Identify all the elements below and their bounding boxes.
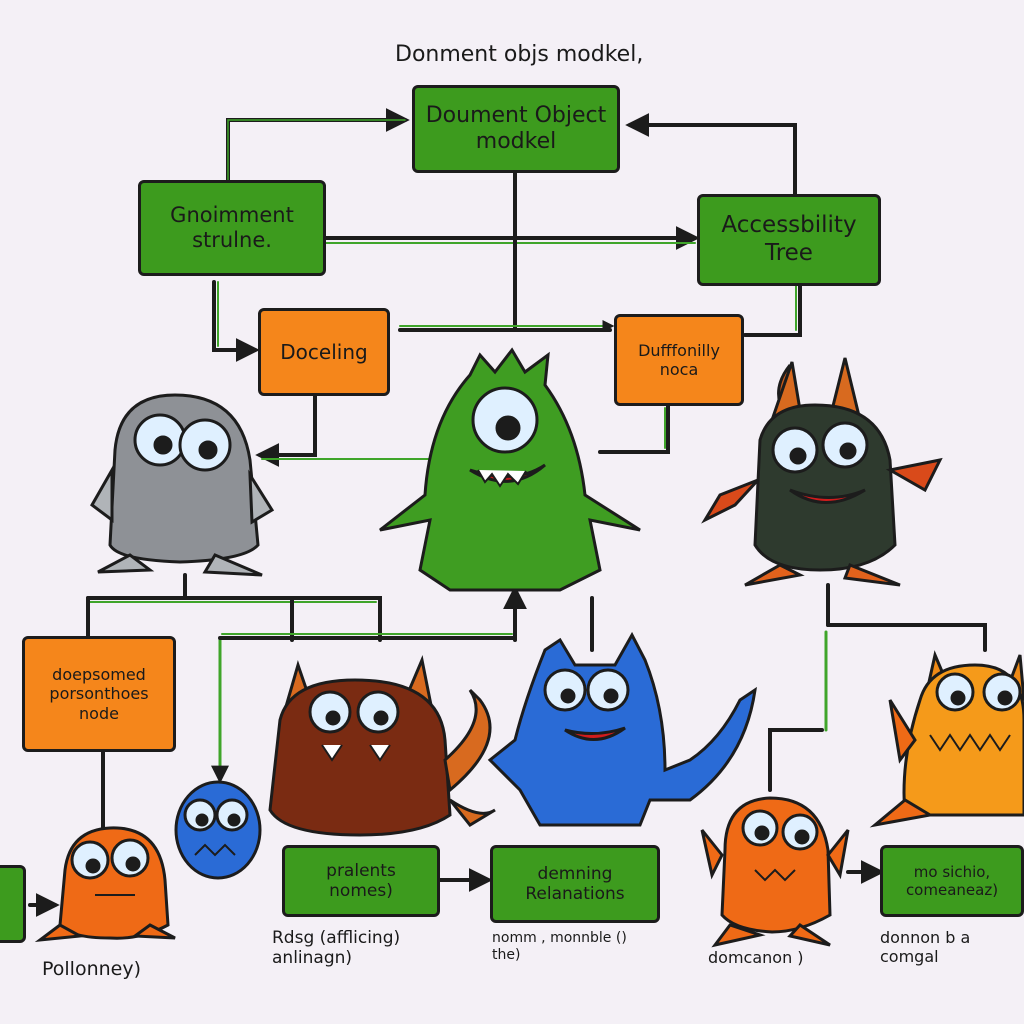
connector-lines	[28, 108, 987, 917]
orange-horned-monster-icon	[869, 650, 1024, 828]
dom-node: Doument Object modkel	[412, 85, 620, 173]
portion-node-label: doepsomed porsonthoes node	[49, 665, 149, 723]
grey-monster-icon	[90, 393, 275, 577]
rdsg-label: Rdsg (afflicing) anlinagn)	[272, 928, 401, 969]
portion-node: doepsomed porsonthoes node	[22, 636, 176, 752]
nomm-label: nomm , monnble () the)	[492, 930, 627, 963]
brown-horned-monster-icon	[268, 654, 496, 837]
blue-small-monster-icon	[174, 780, 262, 880]
duffonilly-node: Dufffonilly noca	[614, 314, 744, 406]
donnon-label: donnon b a comgal	[880, 928, 971, 967]
green-cyclops-monster-icon	[379, 347, 641, 592]
accessibility-tree-node-label: Accessbility Tree	[721, 212, 857, 266]
prolents-node-label: pralents nomes)	[326, 860, 396, 901]
environment-node: Gnoimment strulne.	[138, 180, 326, 276]
pollonney-label: Pollonney)	[42, 958, 142, 980]
prolents-node: pralents nomes)	[282, 845, 440, 917]
docling-node-label: Doceling	[280, 340, 368, 364]
docling-node: Doceling	[258, 308, 390, 396]
dom-node-label: Doument Object modkel	[425, 102, 607, 154]
orange-small-monster-icon	[700, 796, 850, 948]
environment-node-label: Gnoimment strulne.	[170, 202, 294, 252]
blue-dragon-monster-icon	[487, 631, 757, 827]
dark-horned-monster-icon	[701, 357, 943, 587]
demning-relations-node-label: demning Relanations	[525, 863, 625, 904]
demning-relations-node: demning Relanations	[490, 845, 660, 923]
accessibility-tree-node: Accessbility Tree	[697, 194, 881, 286]
domcanon-label: domcanon )	[708, 948, 804, 967]
mosichio-node: mo sichio, comeaneaz)	[880, 845, 1024, 917]
diagram-caption: Donment objs modkel,	[395, 42, 644, 67]
duffonilly-node-label: Dufffonilly noca	[638, 340, 720, 379]
offscreen-node	[0, 865, 26, 943]
orange-blob-monster-icon	[34, 826, 176, 943]
mosichio-node-label: mo sichio, comeaneaz)	[905, 863, 999, 899]
